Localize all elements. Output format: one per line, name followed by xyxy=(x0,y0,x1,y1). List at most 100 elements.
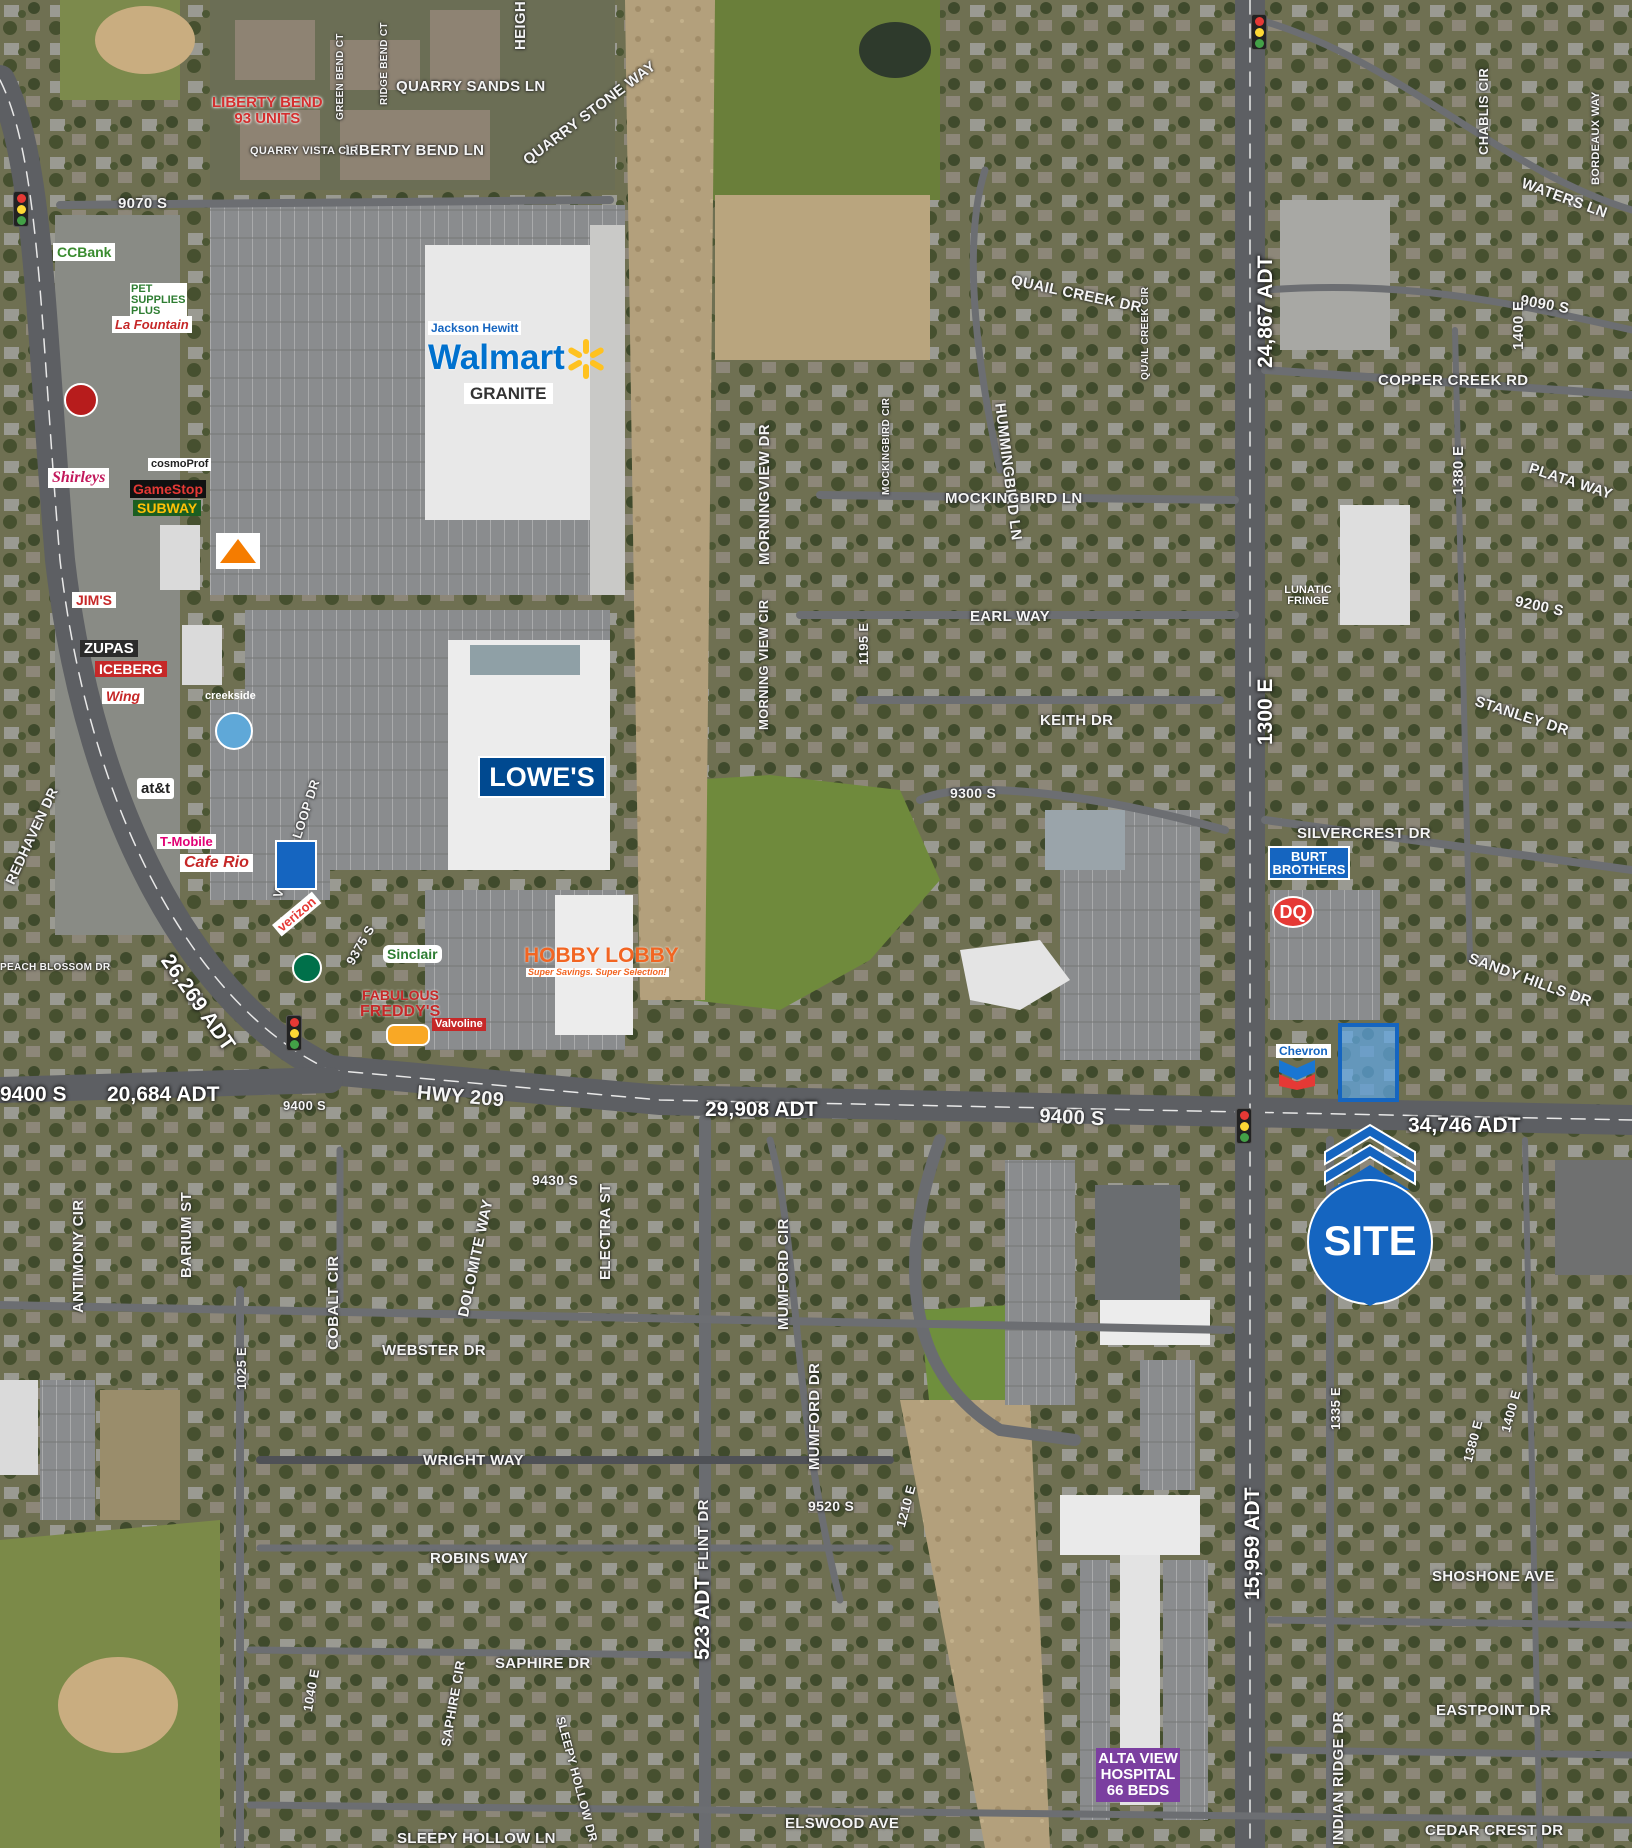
street-label: SLEEPY HOLLOW LN xyxy=(397,1830,556,1847)
burt-brothers-line: BROTHERS xyxy=(1272,862,1346,877)
sinclair-logo: Sinclair xyxy=(383,945,442,963)
granite-logo: GRANITE xyxy=(464,383,553,404)
street-label: 1195 E xyxy=(856,622,871,665)
mountain-logo-icon xyxy=(216,533,260,569)
chevron-chevrons-icon xyxy=(1279,1060,1315,1090)
callout-line: LIBERTY BEND xyxy=(212,94,323,111)
panda-express-logo xyxy=(64,383,98,417)
la-fountain-logo: La Fountain xyxy=(112,316,192,333)
street-label: HEIGH xyxy=(512,0,529,50)
street-label: MORNING VIEW CIR xyxy=(756,599,771,730)
street-label: 9070 S xyxy=(118,195,168,212)
street-label: KEITH DR xyxy=(1040,712,1114,729)
att-logo: at&t xyxy=(137,778,175,799)
street-label: 9520 S xyxy=(808,1498,855,1514)
traffic-signal xyxy=(13,191,29,227)
hobby-lobby-tagline: Super Savings. Super Selection! xyxy=(526,967,669,977)
traffic-count: 34,746 ADT xyxy=(1408,1114,1521,1137)
street-label: 1400 E xyxy=(1510,300,1527,350)
iceberg-logo: ICEBERG xyxy=(95,661,167,677)
cosmoprof-logo: cosmoProf xyxy=(148,458,212,471)
street-label: QUARRY VISTA CIR xyxy=(250,145,359,157)
lunatic-fringe-logo: LUNATIC FRINGE xyxy=(1284,584,1332,607)
street-label: SAPHIRE DR xyxy=(495,1655,591,1672)
traffic-count: 29,908 ADT xyxy=(705,1098,818,1121)
traffic-count: 20,684 ADT xyxy=(107,1083,220,1106)
callout-line: ALTA VIEW xyxy=(1098,1750,1178,1767)
street-label: INDIAN RIDGE DR xyxy=(1330,1711,1347,1845)
street-label: FLINT DR xyxy=(695,1499,712,1570)
burt-brothers-line: BURT xyxy=(1290,849,1328,864)
street-label: BARIUM ST xyxy=(178,1191,195,1278)
fabulous-freddys-logo: FREDDY'S xyxy=(360,1003,441,1020)
street-label: ANTIMONY CIR xyxy=(70,1199,87,1313)
street-label: 9400 S xyxy=(0,1083,67,1106)
creekside-logo: creekside xyxy=(205,690,256,702)
street-label: GREEN BEND CT xyxy=(335,33,346,120)
zupas-logo: ZUPAS xyxy=(80,640,138,657)
jackson-hewitt-logo: Jackson Hewitt xyxy=(428,321,522,335)
street-label: 9430 S xyxy=(532,1172,579,1188)
walmart-spark-icon xyxy=(564,337,608,381)
fabulous-freddys-logo: FABULOUS xyxy=(362,987,439,1003)
burt-brothers-logo: BURT BROTHERS xyxy=(1268,846,1350,880)
street-label: ELECTRA ST xyxy=(597,1183,614,1280)
street-label: CHABLIS CIR xyxy=(1476,67,1491,155)
shirleys-logo: Shirleys xyxy=(48,468,110,488)
street-label: COPPER CREEK RD xyxy=(1378,372,1529,389)
street-label: MORNINGVIEW DR xyxy=(756,424,773,565)
street-label: ROBINS WAY xyxy=(430,1550,529,1567)
street-label: EARL WAY xyxy=(970,608,1050,625)
street-label: 1335 E xyxy=(1328,1386,1343,1430)
street-label: 9300 S xyxy=(950,785,997,801)
street-label: SILVERCREST DR xyxy=(1297,825,1431,842)
street-label: WRIGHT WAY xyxy=(423,1452,524,1469)
salon-logo-icon xyxy=(215,712,253,750)
street-label: 1025 E xyxy=(234,1346,249,1390)
street-label: CEDAR CREST DR xyxy=(1425,1822,1564,1839)
chevron-logo: Chevron xyxy=(1276,1044,1331,1058)
gamestop-logo: GameStop xyxy=(130,480,207,498)
site-label: SITE xyxy=(1323,1217,1417,1264)
street-label: WEBSTER DR xyxy=(382,1342,486,1359)
street-label: PEACH BLOSSOM DR xyxy=(0,962,111,973)
street-label: MOCKINGBIRD LN xyxy=(945,490,1083,507)
street-label: SHOSHONE AVE xyxy=(1432,1568,1555,1585)
tmobile-logo: T-Mobile xyxy=(157,834,216,849)
street-label: 1380 E xyxy=(1450,445,1467,495)
walmart-logo: Walmart xyxy=(428,338,565,377)
liberty-bend-callout: LIBERTY BEND 93 UNITS xyxy=(212,95,323,127)
alta-view-hospital-callout: ALTA VIEW HOSPITAL 66 BEDS xyxy=(1096,1748,1180,1802)
street-label: LIBERTY BEND LN xyxy=(345,142,485,159)
callout-line: 66 BEDS xyxy=(1106,1782,1170,1799)
site-marker-icon[interactable] xyxy=(1305,1120,1435,1310)
street-label: 9400 S xyxy=(1038,1105,1106,1131)
dairy-queen-logo: DQ xyxy=(1272,896,1314,928)
car-wash-logo-icon xyxy=(386,1024,430,1046)
street-label: RIDGE BEND CT xyxy=(379,22,390,105)
lowes-logo: LOWE'S xyxy=(478,756,606,798)
street-label: COBALT CIR xyxy=(325,1255,342,1350)
traffic-count: 523 ADT xyxy=(691,1576,714,1660)
street-label: QUAIL CREEK CIR xyxy=(1140,286,1151,380)
street-label: EASTPOINT DR xyxy=(1436,1702,1552,1719)
callout-line: HOSPITAL xyxy=(1100,1766,1176,1783)
street-label: BORDEAUX WAY xyxy=(1590,91,1602,185)
traffic-signal xyxy=(286,1015,302,1051)
valvoline-logo: Valvoline xyxy=(432,1018,486,1031)
starbucks-logo-icon xyxy=(292,953,322,983)
wingstop-logo: Wing xyxy=(102,688,145,704)
traffic-count: 24,867 ADT xyxy=(1254,255,1277,368)
street-label: ELSWOOD AVE xyxy=(785,1815,900,1832)
street-label: 9400 S xyxy=(283,1098,327,1113)
cafe-rio-logo: Cafe Rio xyxy=(180,854,253,872)
street-label: MOCKINGBIRD CIR xyxy=(881,397,892,495)
street-label: QUARRY SANDS LN xyxy=(396,78,546,95)
street-label: 1300 E xyxy=(1254,678,1277,745)
subway-logo: SUBWAY xyxy=(133,500,202,516)
ccbank-logo: CCBank xyxy=(53,243,116,261)
hobby-lobby-logo: HOBBY LOBBY xyxy=(524,944,679,967)
jims-logo: JIM'S xyxy=(72,592,117,608)
credit-union-logo-icon xyxy=(275,840,317,890)
